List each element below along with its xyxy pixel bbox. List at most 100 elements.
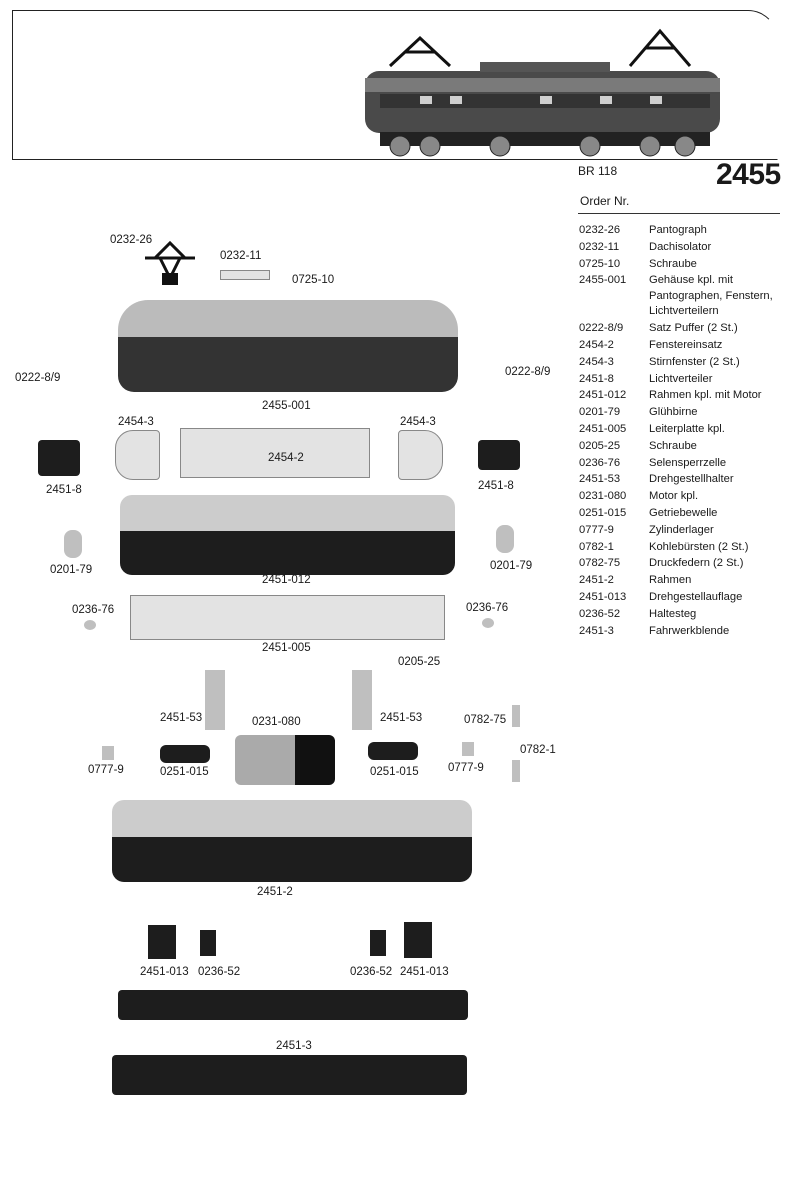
part-description: Stirnfenster (2 St.) bbox=[649, 355, 740, 368]
parts-list-row: 0251-015 Getriebewelle bbox=[579, 506, 794, 522]
springs-drawing bbox=[512, 705, 520, 727]
part-number: 0232-26 bbox=[579, 224, 621, 236]
window-insert-drawing bbox=[180, 428, 370, 478]
selenium-left-drawing bbox=[84, 620, 96, 630]
part-number: 2451-005 bbox=[579, 422, 627, 435]
part-number: 0725-10 bbox=[579, 257, 621, 270]
label-frame-motor: 2451-012 bbox=[262, 574, 311, 586]
label-strut-left: 0236-52 bbox=[198, 966, 241, 978]
label-light-left: 2451-8 bbox=[46, 484, 82, 496]
label-bearing-left: 0777-9 bbox=[88, 764, 124, 776]
label-buffers-right: 0222-8/9 bbox=[505, 366, 551, 378]
light-left-drawing bbox=[38, 440, 80, 476]
part-description: Zylinderlager bbox=[649, 523, 714, 536]
label-springs: 0782-75 bbox=[464, 714, 507, 726]
part-number: 2455-001 bbox=[579, 274, 627, 287]
part-number: 0231-080 bbox=[579, 490, 627, 503]
parts-list-row: 0725-10 Schraube bbox=[579, 257, 794, 273]
part-description: Fenstereinsatz bbox=[649, 338, 723, 351]
gear-left-drawing bbox=[160, 745, 210, 763]
part-description: Dachisolator bbox=[649, 240, 712, 253]
selenium-right-drawing bbox=[482, 618, 494, 628]
chassis-blind-lower-drawing bbox=[112, 1055, 467, 1095]
label-bogie-holder-left: 2451-53 bbox=[160, 712, 203, 724]
label-bulb-right: 0201-79 bbox=[490, 560, 533, 572]
motor-drawing bbox=[235, 735, 335, 785]
part-number: 0236-52 bbox=[579, 607, 621, 620]
part-description: Haltesteg bbox=[649, 607, 697, 620]
part-number: 0205-25 bbox=[579, 439, 621, 452]
part-description: Schraube bbox=[649, 257, 697, 270]
part-number: 2451-012 bbox=[579, 389, 627, 402]
part-description: Drehgestellauflage bbox=[649, 590, 743, 603]
part-description: Selensperrzelle bbox=[649, 456, 727, 469]
light-right-drawing bbox=[478, 440, 520, 470]
header-frame bbox=[12, 10, 778, 160]
label-strut-right: 0236-52 bbox=[350, 966, 393, 978]
label-end-window-left: 2454-3 bbox=[118, 416, 154, 428]
part-number: 0782-1 bbox=[579, 540, 614, 553]
label-chassis-blind: 2451-3 bbox=[276, 1040, 312, 1052]
part-number: 2454-3 bbox=[579, 355, 614, 368]
parts-list-row: 0232-11 Dachisolator bbox=[579, 240, 794, 256]
brushes-drawing bbox=[512, 760, 520, 782]
part-description: Druckfedern (2 St.) bbox=[649, 557, 744, 570]
parts-list-row: 2451-012 Rahmen kpl. mit Motor bbox=[579, 388, 794, 404]
gear-right-drawing bbox=[368, 742, 418, 760]
article-number: 2455 bbox=[716, 158, 781, 191]
frame-with-motor-drawing bbox=[120, 495, 455, 575]
part-number: 2451-3 bbox=[579, 624, 614, 637]
part-description: Schraube bbox=[649, 439, 697, 452]
part-number: 0232-11 bbox=[579, 240, 620, 253]
bulb-right-drawing bbox=[496, 525, 514, 553]
part-description: Fahrwerkblende bbox=[649, 624, 730, 637]
label-end-window-right: 2454-3 bbox=[400, 416, 436, 428]
chassis-blind-upper-drawing bbox=[118, 990, 468, 1020]
bogie-holder-right-drawing bbox=[352, 670, 372, 730]
part-number: 0251-015 bbox=[579, 506, 627, 519]
bogie-support-left-drawing bbox=[148, 925, 176, 959]
part-number: 0222-8/9 bbox=[579, 322, 624, 335]
parts-list-row: 2451-3 Fahrwerkblende bbox=[579, 624, 794, 640]
parts-list-row: 0222-8/9 Satz Puffer (2 St.) bbox=[579, 321, 794, 337]
label-roof-insulator: 0232-11 bbox=[220, 250, 262, 262]
locomotive-photo bbox=[365, 28, 720, 157]
bearing-right-drawing bbox=[462, 742, 474, 756]
strut-right-drawing bbox=[370, 930, 386, 956]
parts-list-row: 2454-3 Stirnfenster (2 St.) bbox=[579, 355, 794, 371]
label-selenium-right: 0236-76 bbox=[466, 602, 509, 614]
part-number: 2451-53 bbox=[579, 473, 621, 486]
part-number: 2454-2 bbox=[579, 338, 614, 351]
frame-drawing bbox=[112, 800, 472, 882]
part-description: Leiterplatte kpl. bbox=[649, 422, 725, 435]
label-gear-left: 0251-015 bbox=[160, 766, 209, 778]
part-description: Kohlebürsten (2 St.) bbox=[649, 540, 749, 553]
parts-list-row: 0236-52 Haltesteg bbox=[579, 607, 794, 623]
parts-list-row: 2454-2 Fenstereinsatz bbox=[579, 338, 794, 354]
label-pantograph: 0232-26 bbox=[110, 234, 153, 246]
divider bbox=[578, 213, 780, 214]
part-description: Getriebewelle bbox=[649, 506, 718, 519]
label-buffers-left: 0222-8/9 bbox=[15, 372, 61, 384]
part-description: Rahmen bbox=[649, 574, 692, 587]
label-body: 2455-001 bbox=[262, 400, 311, 412]
label-bulb-left: 0201-79 bbox=[50, 564, 93, 576]
model-name: BR 118 bbox=[578, 164, 618, 178]
bogie-holder-left-drawing bbox=[205, 670, 225, 730]
order-number-header: Order Nr. bbox=[580, 194, 630, 208]
parts-list-row: 0782-1 Kohlebürsten (2 St.) bbox=[579, 540, 794, 556]
bearing-left-drawing bbox=[102, 746, 114, 760]
part-number: 0201-79 bbox=[579, 406, 621, 419]
label-pcb: 2451-005 bbox=[262, 642, 311, 654]
part-description: Satz Puffer (2 St.) bbox=[649, 322, 738, 335]
part-description: Glühbirne bbox=[649, 406, 698, 419]
part-description: Rahmen kpl. mit Motor bbox=[649, 389, 762, 402]
label-light-right: 2451-8 bbox=[478, 480, 514, 492]
